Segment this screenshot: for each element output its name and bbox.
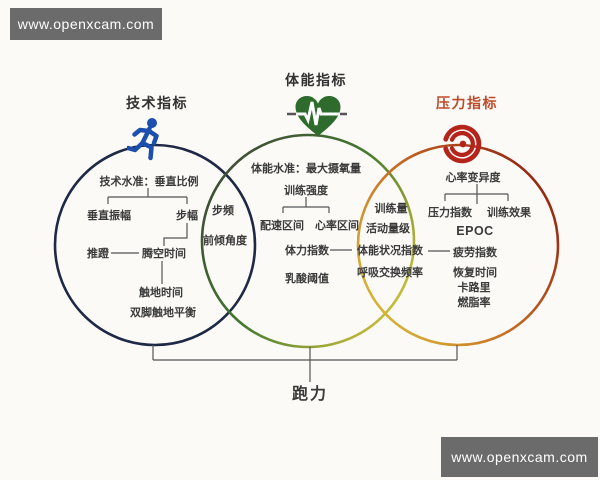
heartbeat-icon (287, 96, 347, 136)
label-foot-balance: 双脚触地平衡 (130, 307, 196, 319)
label-cadence: 步频 (212, 205, 234, 217)
stress-section-title: 压力指标 (436, 95, 498, 111)
label-training-effect: 训练效果 (487, 207, 531, 219)
intensity-bracket (282, 197, 330, 213)
label-hrv: 心率变异度 (445, 172, 501, 184)
label-lactate-threshold: 乳酸阈值 (285, 273, 329, 285)
label-recovery-time: 恢复时间 (453, 267, 497, 279)
label-activity-level: 活动量级 (366, 223, 410, 235)
label-resp-exchange-rate: 呼吸交换频率 (357, 267, 423, 279)
label-lean-angle: 前倾角度 (203, 235, 247, 247)
label-fat-burn-rate: 燃脂率 (457, 297, 491, 309)
tech-section-title: 技术指标 (126, 95, 188, 111)
fitness-section-title: 体能指标 (285, 72, 347, 88)
runner-icon (127, 118, 159, 161)
label-fitness-root: 体能水准：最大摄氧量 (251, 163, 361, 175)
ecg-trace (295, 101, 341, 126)
label-training-intensity: 训练强度 (284, 185, 328, 197)
label-stamina-index: 体力指数 (285, 245, 329, 257)
connector-lines (107, 184, 509, 382)
watermark-top-left: www.openxcam.com (10, 8, 162, 40)
label-stride-length: 步幅 (176, 210, 198, 222)
stride-to-flight-connector (163, 223, 188, 246)
label-ground-contact-time: 触地时间 (139, 287, 183, 299)
label-tech-root: 技术水准：垂直比例 (99, 176, 199, 188)
watermark-bottom-right: www.openxcam.com (441, 437, 598, 477)
label-vertical-oscillation: 垂直振幅 (87, 210, 131, 222)
label-stress-index: 压力指数 (428, 207, 472, 219)
label-hr-zone: 心率区间 (315, 220, 359, 232)
label-training-load: 训练量 (374, 203, 408, 215)
label-fatigue-index: 疲劳指数 (453, 247, 497, 259)
fitness-circle (200, 133, 416, 349)
label-push-off: 推蹬 (87, 248, 109, 260)
stress-spiral-icon (443, 124, 482, 164)
tech-root-bracket (107, 188, 188, 204)
bottom-bracket (152, 345, 458, 382)
hrv-bracket (444, 184, 509, 204)
label-calories: 卡路里 (457, 282, 491, 294)
label-epoc: EPOC (456, 224, 494, 238)
label-pace-zone: 配速区间 (260, 220, 304, 232)
label-flight-time: 腾空时间 (142, 248, 186, 260)
label-condition-index: 体能状况指数 (357, 245, 423, 257)
stress-circle (356, 143, 560, 347)
label-running-power: 跑力 (291, 386, 329, 403)
